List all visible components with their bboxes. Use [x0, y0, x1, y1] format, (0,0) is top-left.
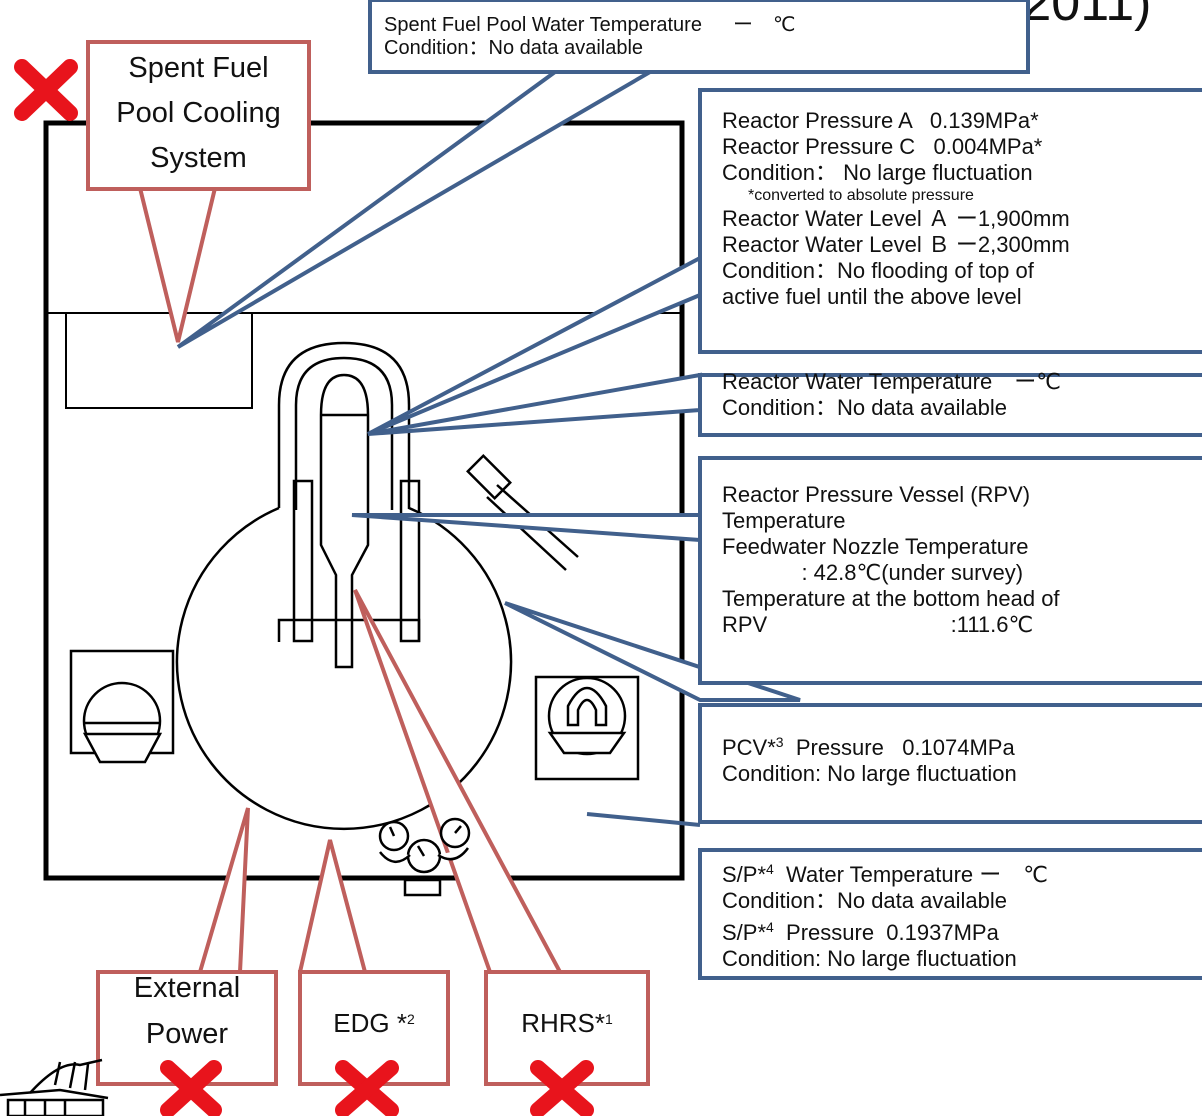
reactor-building — [43, 120, 685, 881]
sp-pressure-condition: Condition: No large fluctuation — [722, 946, 1017, 971]
water-temp-callout: Reactor Water Temperature ー℃ Condition：N… — [722, 369, 1061, 421]
right-suppression-pool — [534, 675, 640, 781]
pressure-gauges-icon — [378, 817, 471, 897]
spent-fuel-cooling-line2: Pool Cooling — [116, 97, 281, 129]
x-mark-icon — [335, 1060, 399, 1116]
sp-callout: S/P*4 Water Temperature ー ℃ Condition：No… — [722, 856, 1048, 972]
pointer-external-power — [198, 807, 250, 973]
x-mark-icon — [530, 1060, 594, 1116]
sp-pressure-value: Pressure 0.1937MPa — [773, 920, 999, 945]
spent-fuel-cooling-box — [86, 40, 311, 191]
spent-fuel-temp-callout: Spent Fuel Pool Water Temperature ー ℃ Co… — [384, 14, 796, 60]
x-mark-icon — [14, 59, 78, 121]
x-mark-icons — [14, 59, 594, 1116]
pointer-water-temp — [367, 372, 702, 436]
sp-pressure-line: S/P*4 Pressure 0.1937MPa — [722, 914, 1048, 946]
feedwater-label: Feedwater Nozzle Temperature — [722, 534, 1029, 559]
red-pointers — [138, 187, 562, 973]
reactor-pressure-callout: Reactor Pressure A 0.139MPa* Reactor Pre… — [722, 108, 1070, 310]
water-level-a: Reactor Water Level Ａ ー1,900mm — [722, 206, 1070, 231]
reactor-pressure-a: Reactor Pressure A 0.139MPa* — [722, 108, 1039, 133]
sp-footnote-ref: 4 — [766, 861, 774, 877]
left-suppression-pool — [69, 649, 175, 764]
rhrs-footnote-ref: 1 — [605, 1011, 613, 1027]
rpv-title: Reactor Pressure Vessel (RPV) — [722, 482, 1031, 507]
spent-fuel-cooling-line3: System — [150, 142, 247, 174]
pagoda-icon — [0, 1058, 109, 1116]
external-power-line2: Power — [145, 1018, 229, 1050]
bottom-head-value: RPV :111.6℃ — [722, 612, 1034, 637]
sp-label: S/P* — [722, 862, 767, 887]
spent-fuel-cooling-label: Spent Fuel Pool Cooling System — [88, 50, 309, 177]
pcv-outline — [175, 341, 513, 831]
pcv-footnote-ref: 3 — [775, 734, 784, 750]
pointer-spent-fuel-cooling — [138, 187, 217, 343]
reactor-pressure-c: Reactor Pressure C 0.004MPa* — [722, 134, 1043, 159]
suppression-pipe — [466, 454, 579, 571]
rhrs-text: RHRS* — [521, 1008, 605, 1038]
edg-box — [298, 970, 450, 1086]
rpv-title-cont: Temperature — [722, 508, 846, 533]
sp-water-temp-condition: Condition：No data available — [722, 888, 1007, 913]
pcv-pressure-callout: PCV*3 Pressure 0.1074MPa Condition: No l… — [722, 729, 1017, 787]
water-level-condition: Condition：No flooding of top of — [722, 258, 1034, 283]
pcv-label: PCV* — [722, 735, 776, 760]
edg-text: EDG * — [333, 1008, 407, 1038]
external-power-box — [96, 970, 278, 1086]
external-power-label: External Power — [98, 970, 276, 1053]
red-callout-boxes — [86, 40, 650, 1086]
water-level-b: Reactor Water Level Ｂ ー2,300mm — [722, 232, 1070, 257]
water-temp-box — [698, 373, 1202, 437]
pointer-rhrs — [353, 589, 562, 973]
rpv-box — [698, 456, 1202, 685]
edg-label: EDG *2 — [300, 1001, 448, 1042]
sp-water-temp-value: Water Temperature ー ℃ — [773, 862, 1048, 887]
sp-label-2: S/P* — [722, 920, 767, 945]
pointer-edg — [298, 839, 367, 973]
edg-footnote-ref: 2 — [406, 1011, 415, 1027]
rpv-vessel — [319, 373, 370, 669]
water-level-condition-cont: active fuel until the above level — [722, 284, 1022, 309]
pcv-pressure-value: Pressure 0.1074MPa — [783, 735, 1015, 760]
sp-box — [698, 848, 1202, 980]
rpv-temp-callout: Reactor Pressure Vessel (RPV) Temperatur… — [722, 482, 1060, 638]
spent-fuel-box — [368, 0, 1030, 74]
rhrs-label: RHRS*1 — [486, 1001, 648, 1042]
pointer-sp — [586, 812, 701, 827]
feedwater-value: : 42.8℃(under survey) — [722, 560, 1024, 585]
spent-fuel-condition-line: Condition：No data available — [384, 37, 644, 59]
pressure-box — [698, 88, 1202, 354]
bottom-head-label: Temperature at the bottom head of — [722, 586, 1060, 611]
spent-fuel-cooling-line1: Spent Fuel — [128, 52, 269, 84]
water-temp-line: Reactor Water Temperature ー℃ — [722, 369, 1061, 394]
sp-water-temp-line: S/P*4 Water Temperature ー ℃ — [722, 856, 1048, 888]
pressure-condition: Condition： No large fluctuation — [722, 160, 1033, 185]
sp-footnote-ref-2: 4 — [766, 919, 774, 935]
pointer-rpv — [351, 513, 702, 543]
pressure-footnote: *converted to absolute pressure — [748, 187, 974, 204]
spent-fuel-pool — [65, 312, 253, 409]
water-temp-condition: Condition：No data available — [722, 395, 1007, 420]
pcv-condition: Condition: No large fluctuation — [722, 761, 1017, 786]
x-mark-icon — [160, 1060, 222, 1116]
pcv-pressure-line: PCV*3 Pressure 0.1074MPa — [722, 729, 1017, 761]
external-power-line1: External — [133, 972, 241, 1004]
pcv-box — [698, 703, 1202, 824]
blue-callout-boxes — [368, 0, 1202, 980]
spent-fuel-temp-line: Spent Fuel Pool Water Temperature ー ℃ — [384, 14, 796, 36]
